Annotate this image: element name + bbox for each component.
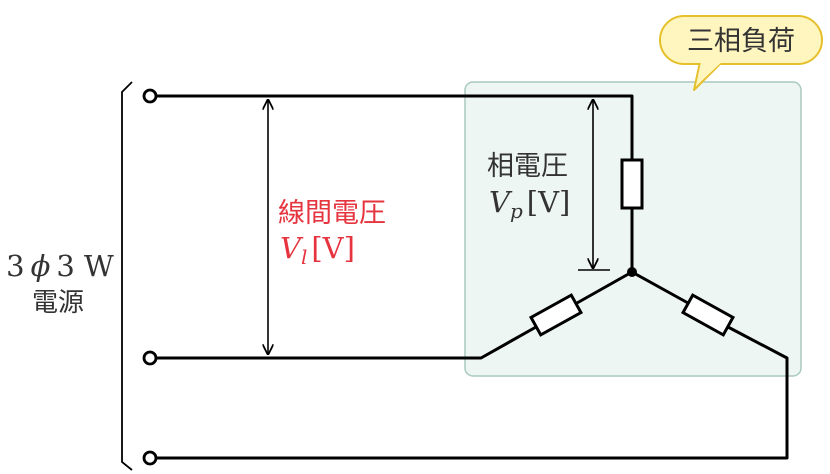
- load-callout-text: 三相負荷: [687, 26, 795, 57]
- neutral-point: [627, 267, 637, 277]
- wire-phase-b-upper: [575, 270, 634, 305]
- line-voltage-symbol: Vl[V]: [280, 231, 355, 269]
- wire-phase-c: [155, 325, 789, 460]
- phase-voltage-symbol: Vp[V]: [489, 185, 570, 223]
- terminal-b: [142, 350, 158, 366]
- source-label: 電源: [32, 288, 84, 318]
- load-callout: 三相負荷: [659, 15, 823, 91]
- phase-voltage-label: 相電圧: [487, 151, 568, 182]
- wire-phase-c-upper: [630, 270, 690, 305]
- wires: [155, 94, 789, 460]
- wire-phase-a: [155, 94, 634, 162]
- terminal-a: [142, 88, 158, 104]
- resistor-phase-c: [680, 293, 736, 337]
- source-bracket: [121, 81, 133, 471]
- resistor-phase-b: [528, 293, 584, 337]
- terminal-c: [142, 450, 158, 466]
- resistor-phase-a: [620, 158, 644, 210]
- line-voltage-label: 線間電圧: [278, 198, 386, 229]
- wire-phase-b: [155, 325, 538, 360]
